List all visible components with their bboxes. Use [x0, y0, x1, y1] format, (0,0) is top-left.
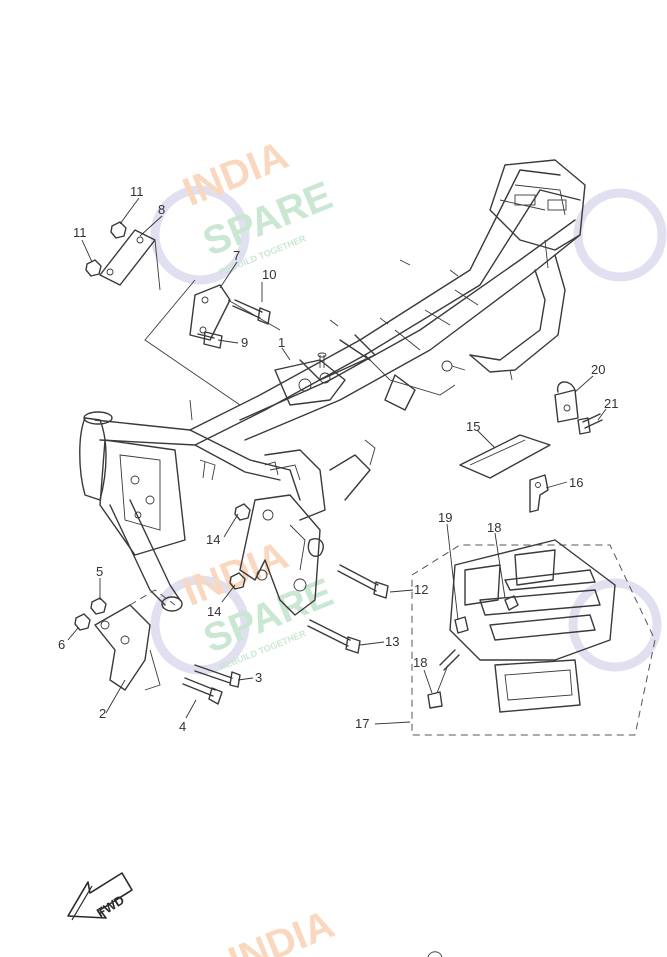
watermark-right [568, 188, 667, 672]
nut-11-upper [110, 221, 127, 239]
callout-20: 20 [591, 362, 605, 377]
bolt-21 [577, 413, 603, 435]
clip-16 [529, 474, 549, 513]
watermark-line1: INDIA [223, 902, 340, 957]
bolt-13 [307, 619, 361, 654]
callout-labels: 1 2 3 4 5 6 7 8 9 10 11 11 12 13 14 14 1… [58, 184, 618, 734]
callout-3: 3 [255, 670, 262, 685]
callout-1: 1 [278, 335, 285, 350]
bush-19 [454, 616, 469, 634]
guard-assembly-17 [411, 539, 656, 736]
bolt-3 [194, 664, 241, 688]
watermark-bottom: INDIA [223, 902, 340, 957]
callout-14-upper: 14 [206, 532, 220, 547]
callout-17: 17 [355, 716, 369, 731]
nut-5 [90, 597, 107, 615]
callout-12: 12 [414, 582, 428, 597]
watermark-top: INDIA SPARE REBUILD TOGETHER [150, 133, 338, 285]
bolt-10 [232, 299, 271, 325]
callout-10: 10 [262, 267, 276, 282]
bolt-4 [182, 677, 223, 705]
bolt-9 [197, 331, 223, 349]
callout-16: 16 [569, 475, 583, 490]
plate-15 [459, 434, 551, 479]
callout-21: 21 [604, 396, 618, 411]
callout-14-lower: 14 [207, 604, 221, 619]
nut-14-lower [229, 572, 246, 590]
callout-18-lower: 18 [413, 655, 427, 670]
main-frame [79, 159, 586, 612]
forward-arrow-icon [67, 872, 133, 919]
anchor-logo-icon [573, 188, 667, 282]
callout-15: 15 [466, 419, 480, 434]
engine-bracket-rear [239, 494, 324, 616]
bolt-18-upper [504, 595, 519, 611]
nut-11-lower [85, 259, 102, 277]
bracket-leader-lines [144, 279, 281, 406]
callout-2: 2 [99, 706, 106, 721]
callout-4: 4 [179, 719, 186, 734]
bolt-12 [337, 564, 389, 599]
bottom-mark [427, 951, 443, 957]
bracket-8-leader [154, 239, 161, 291]
bolt-18-lower [427, 649, 460, 709]
bracket-7 [189, 284, 231, 341]
fwd-badge: FWD [67, 872, 133, 920]
anchor-logo-icon [150, 575, 250, 675]
callout-9: 9 [241, 335, 248, 350]
callout-7: 7 [233, 248, 240, 263]
nut-14-upper [234, 503, 251, 521]
bracket-8 [99, 229, 156, 286]
callout-11-upper: 11 [130, 184, 144, 199]
callout-18-upper: 18 [487, 520, 501, 535]
anchor-logo-icon [150, 185, 250, 285]
callout-13: 13 [385, 634, 399, 649]
nut-6 [74, 613, 91, 631]
engine-bracket-front [94, 589, 176, 691]
callout-6: 6 [58, 637, 65, 652]
anchor-logo-icon [568, 578, 662, 672]
callout-5: 5 [96, 564, 103, 579]
callout-11-lower: 11 [73, 225, 87, 240]
callout-8: 8 [158, 202, 165, 217]
clip-20 [554, 381, 579, 423]
leader-lines [67, 197, 607, 725]
callout-19: 19 [438, 510, 452, 525]
